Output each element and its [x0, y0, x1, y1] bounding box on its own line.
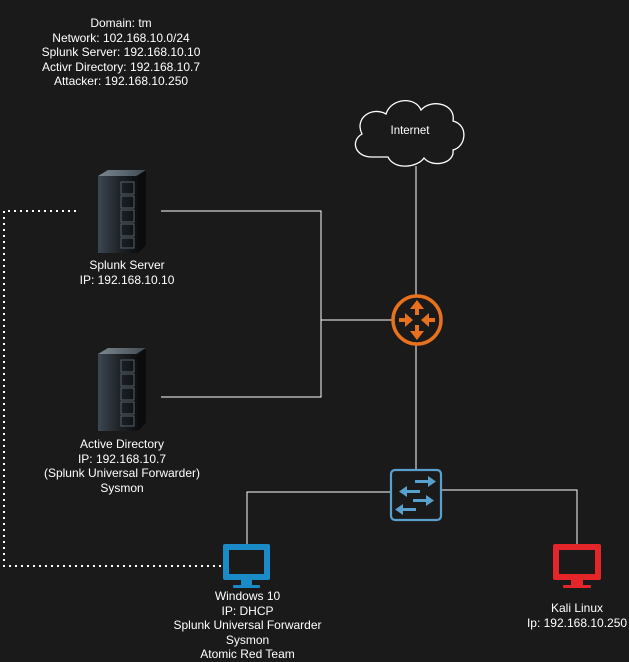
info-domain: Domain: tm — [90, 16, 152, 30]
cloud-icon — [354, 100, 465, 167]
ad-forwarder: (Splunk Universal Forwarder) — [43, 466, 201, 480]
splunk-server-label: Splunk Server IP: 192.168.10.10 — [42, 258, 212, 287]
info-network: Network: 102.168.10.0/24 — [52, 30, 190, 45]
splunk-server-ip: IP: 192.168.10.10 — [79, 272, 175, 287]
switch-icon — [389, 468, 443, 522]
info-attacker: Attacker: 192.168.10.250 — [53, 74, 189, 88]
active-directory-label: Active Directory IP: 192.168.10.7 (Splun… — [27, 437, 217, 495]
info-splunk-server: Splunk Server: 192.168.10.10 — [41, 45, 201, 59]
win-atomic-red-team: Atomic Red Team — [200, 647, 295, 661]
connections — [3, 166, 578, 567]
kali-ip: Ip: 192.168.10.250 — [526, 615, 628, 630]
win-sysmon: Sysmon — [225, 632, 270, 647]
windows10-label: Windows 10 IP: DHCP Splunk Universal For… — [155, 589, 340, 662]
win-name: Windows 10 — [214, 589, 281, 603]
server-icon — [98, 348, 146, 431]
monitor-icon — [553, 544, 601, 588]
ad-ip: IP: 192.168.10.7 — [77, 451, 167, 466]
link-switch-kali — [441, 489, 578, 544]
win-forwarder: Splunk Universal Forwarder — [173, 618, 322, 632]
splunk-server-name: Splunk Server — [89, 258, 165, 272]
server-icon — [98, 170, 146, 253]
info-active-directory: Activr Directory: 192.168.10.7 — [41, 59, 201, 74]
link-splunk-router — [161, 210, 392, 321]
monitor-icon — [223, 544, 270, 588]
kali-name: Kali Linux — [550, 601, 604, 615]
network-info-block: Domain: tm Network: 102.168.10.0/24 Splu… — [0, 16, 242, 89]
win-ip: IP: DHCP — [221, 603, 274, 618]
link-switch-windows — [246, 491, 391, 544]
router-icon — [391, 294, 443, 346]
internet-label: Internet — [390, 125, 430, 137]
ad-name: Active Directory — [79, 437, 165, 451]
kali-label: Kali Linux Ip: 192.168.10.250 — [517, 601, 629, 630]
link-windows-splunk-dotted — [3, 210, 221, 567]
link-ad-router — [161, 320, 322, 398]
ad-sysmon: Sysmon — [100, 480, 144, 495]
